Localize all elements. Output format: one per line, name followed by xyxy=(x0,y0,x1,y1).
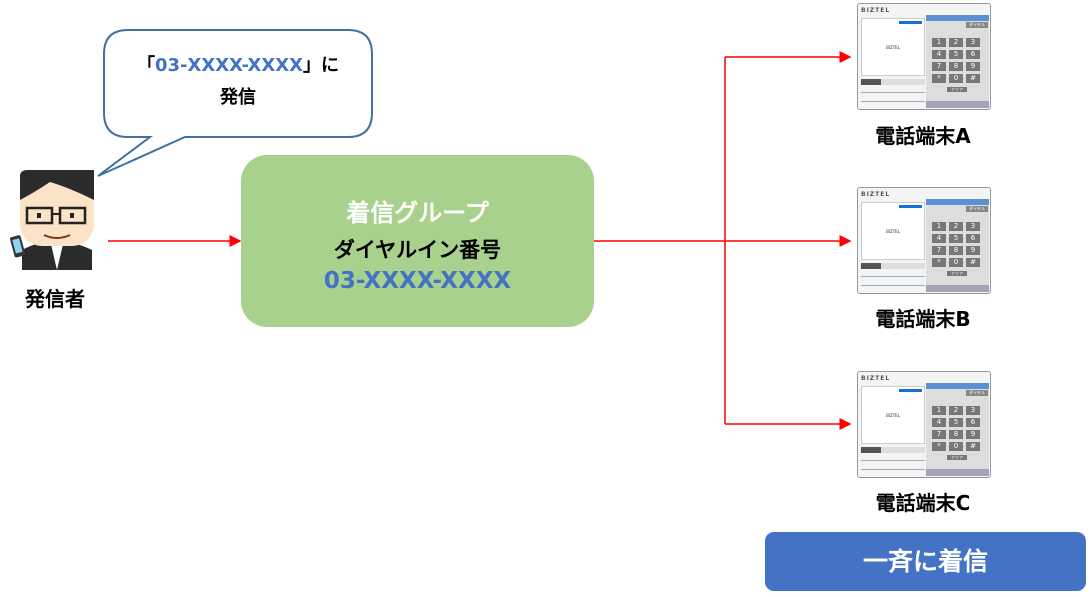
terminal-label-a: 電話端末A xyxy=(875,124,971,148)
mic-slider[interactable] xyxy=(861,285,925,286)
keypad-key[interactable]: 8 xyxy=(949,430,963,439)
keypad-key[interactable]: 3 xyxy=(966,222,980,231)
keypad-key[interactable]: 6 xyxy=(966,234,980,243)
phone-display: BIZTEL xyxy=(861,18,925,76)
speech-bubble xyxy=(97,29,373,177)
phone-logo: BIZTEL xyxy=(861,7,891,14)
phone-call-buttons xyxy=(861,447,925,453)
keypad-key[interactable]: 2 xyxy=(949,406,963,415)
keypad-key[interactable]: * xyxy=(932,442,946,451)
keypad-key[interactable]: 7 xyxy=(932,62,946,71)
volume-slider[interactable] xyxy=(861,460,925,461)
phone-call-buttons xyxy=(861,79,925,85)
keypad-key[interactable]: 8 xyxy=(949,62,963,71)
keypad-key[interactable]: 3 xyxy=(966,406,980,415)
volume-slider[interactable] xyxy=(861,276,925,277)
keypad-key[interactable]: 4 xyxy=(932,234,946,243)
keypad-key[interactable]: 9 xyxy=(966,430,980,439)
keypad-key[interactable]: * xyxy=(932,74,946,83)
phone-logo: BIZTEL xyxy=(861,375,891,382)
phone-display: BIZTEL xyxy=(861,202,925,260)
mic-slider[interactable] xyxy=(861,101,925,102)
bubble-line2: 発信 xyxy=(220,87,256,108)
phone-display-name: BIZTEL xyxy=(886,413,900,418)
keypad-key[interactable]: 1 xyxy=(932,222,946,231)
keypad-key[interactable]: 8 xyxy=(949,246,963,255)
phone-display-name: BIZTEL xyxy=(886,229,900,234)
clear-button[interactable]: クリア xyxy=(947,455,967,460)
quote-close: 」に xyxy=(303,55,340,76)
simultaneous-ring-label: 一斉に着信 xyxy=(765,532,1086,591)
tab-dial[interactable]: ダイヤル xyxy=(966,206,988,212)
dialed-number: 03-XXXX-XXXX xyxy=(154,55,304,76)
phone-call-buttons xyxy=(861,263,925,269)
group-number: 03-XXXX-XXXX xyxy=(323,268,512,294)
tab-dial[interactable]: ダイヤル xyxy=(966,390,988,396)
clear-button[interactable]: クリア xyxy=(947,87,967,92)
group-title: 着信グループ xyxy=(346,199,489,227)
keypad-key[interactable]: 5 xyxy=(949,418,963,427)
keypad-key[interactable]: 1 xyxy=(932,406,946,415)
phone-display: BIZTEL xyxy=(861,386,925,444)
incoming-group-box: 着信グループ ダイヤルイン番号 03-XXXX-XXXX xyxy=(241,155,594,327)
phone-logo: BIZTEL xyxy=(861,191,891,198)
keypad-key[interactable]: 0 xyxy=(949,442,963,451)
bubble-text: 「03-XXXX-XXXX」に 発信 xyxy=(104,50,372,114)
keypad-key[interactable]: 3 xyxy=(966,38,980,47)
keypad-key[interactable]: 4 xyxy=(932,50,946,59)
keypad-key[interactable]: 7 xyxy=(932,430,946,439)
keypad-key[interactable]: 5 xyxy=(949,234,963,243)
keypad-key[interactable]: 9 xyxy=(966,246,980,255)
tab-dial[interactable]: ダイヤル xyxy=(966,22,988,28)
caller-label: 発信者 xyxy=(25,287,85,311)
terminal-label-b: 電話端末B xyxy=(875,307,971,331)
keypad-key[interactable]: 7 xyxy=(932,246,946,255)
group-subtitle: ダイヤルイン番号 xyxy=(333,238,502,262)
keypad-key[interactable]: 0 xyxy=(949,74,963,83)
volume-slider[interactable] xyxy=(861,92,925,93)
keypad-key[interactable]: 4 xyxy=(932,418,946,427)
clear-button[interactable]: クリア xyxy=(947,271,967,276)
keypad-key[interactable]: 0 xyxy=(949,258,963,267)
keypad-key[interactable]: 1 xyxy=(932,38,946,47)
caller-avatar-icon xyxy=(10,170,94,270)
keypad-key[interactable]: 5 xyxy=(949,50,963,59)
keypad-key[interactable]: * xyxy=(932,258,946,267)
keypad-key[interactable]: # xyxy=(966,74,980,83)
keypad-key[interactable]: 6 xyxy=(966,418,980,427)
phone-display-name: BIZTEL xyxy=(886,45,900,50)
keypad-key[interactable]: 9 xyxy=(966,62,980,71)
keypad-key[interactable]: # xyxy=(966,258,980,267)
keypad-key[interactable]: 6 xyxy=(966,50,980,59)
quote-open: 「 xyxy=(136,55,155,76)
keypad-key[interactable]: 2 xyxy=(949,38,963,47)
keypad-key[interactable]: 2 xyxy=(949,222,963,231)
terminal-label-c: 電話端末C xyxy=(875,491,971,515)
keypad-key[interactable]: # xyxy=(966,442,980,451)
mic-slider[interactable] xyxy=(861,469,925,470)
